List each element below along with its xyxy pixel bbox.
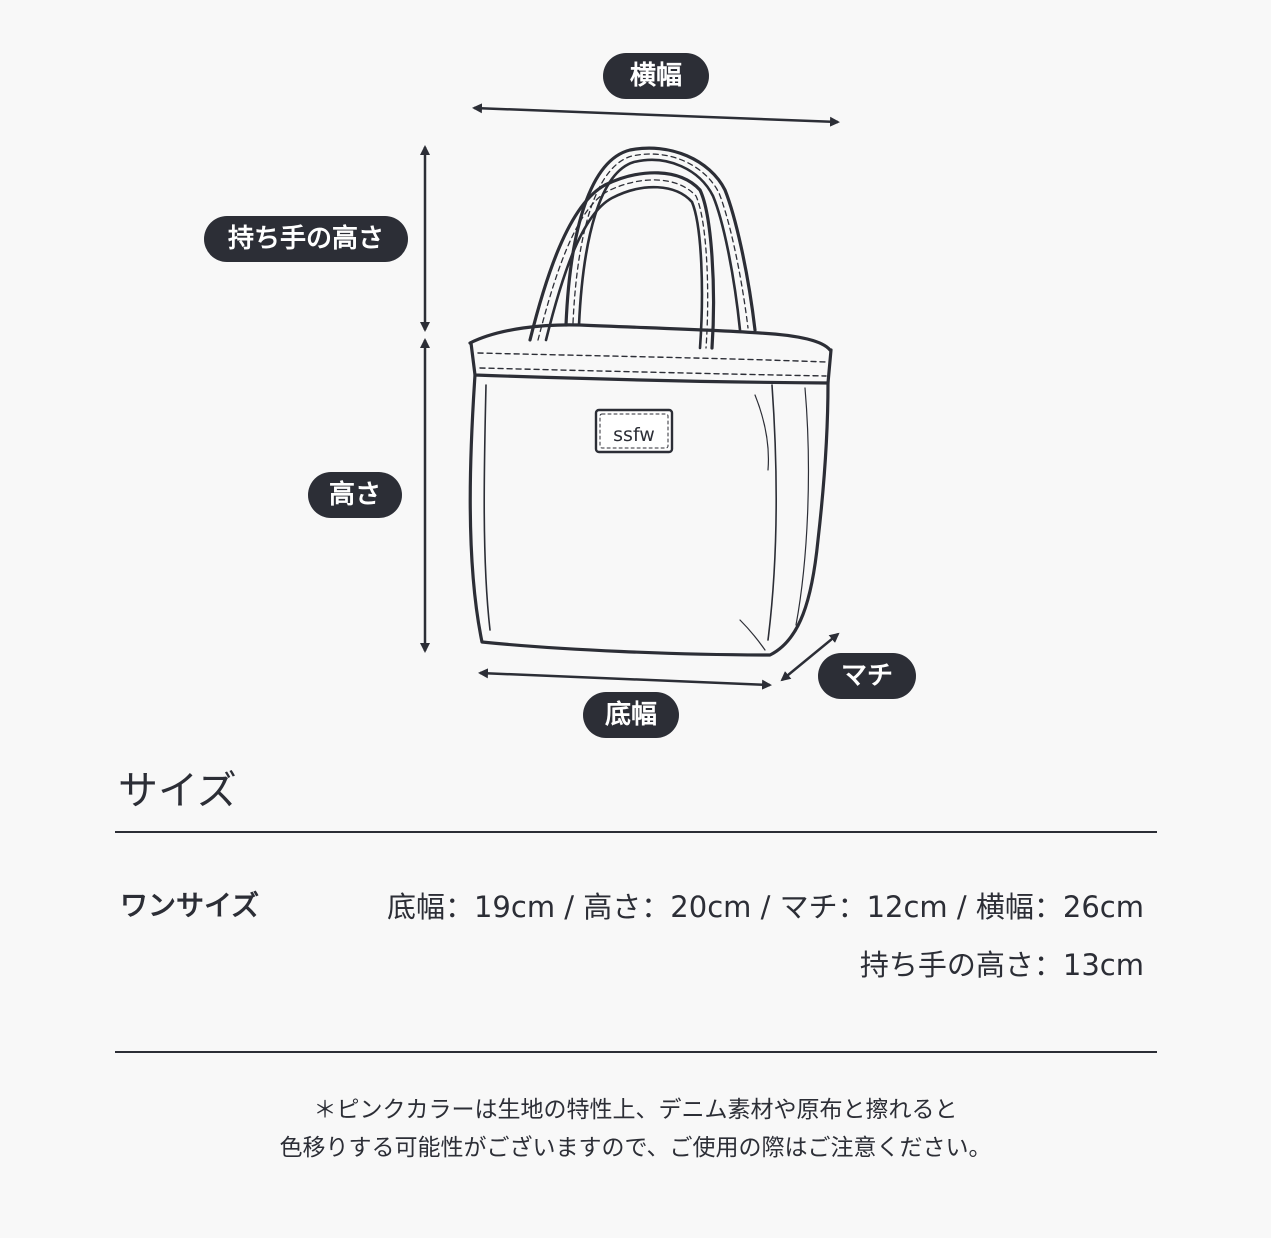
size-diagram: ssfw 横幅 持ち手の高さ 高さ 底幅 マチ [204,53,916,738]
care-note-line-2: 色移りする可能性がございますので、ご使用の際はご注意ください。 [279,1135,992,1161]
handle-height-label: 持ち手の高さ [204,216,408,262]
gusset-arrow [780,632,840,682]
size-name: ワンサイズ [120,889,260,922]
size-dimensions-line-1: 底幅：19cm / 高さ：20cm / マチ：12cm / 横幅：26cm [386,890,1144,924]
width-arrow [472,103,840,127]
care-note-line-1: ＊ピンクカラーは生地の特性上、デニム素材や原布と擦れると [313,1097,958,1123]
bottom-width-arrow [478,668,772,690]
tote-bag-illustration: ssfw [420,103,840,690]
size-dimensions-line-2: 持ち手の高さ：13cm [859,948,1144,982]
bottom-width-label: 底幅 [583,692,679,738]
divider-bottom [115,1051,1157,1053]
width-label: 横幅 [603,53,709,99]
height-label: 高さ [308,472,402,518]
tote-bag [468,146,833,657]
divider-top [115,831,1157,833]
size-section-title: サイズ [118,768,237,814]
bag-tag-text: ssfw [613,424,655,446]
gusset-label: マチ [818,653,916,699]
